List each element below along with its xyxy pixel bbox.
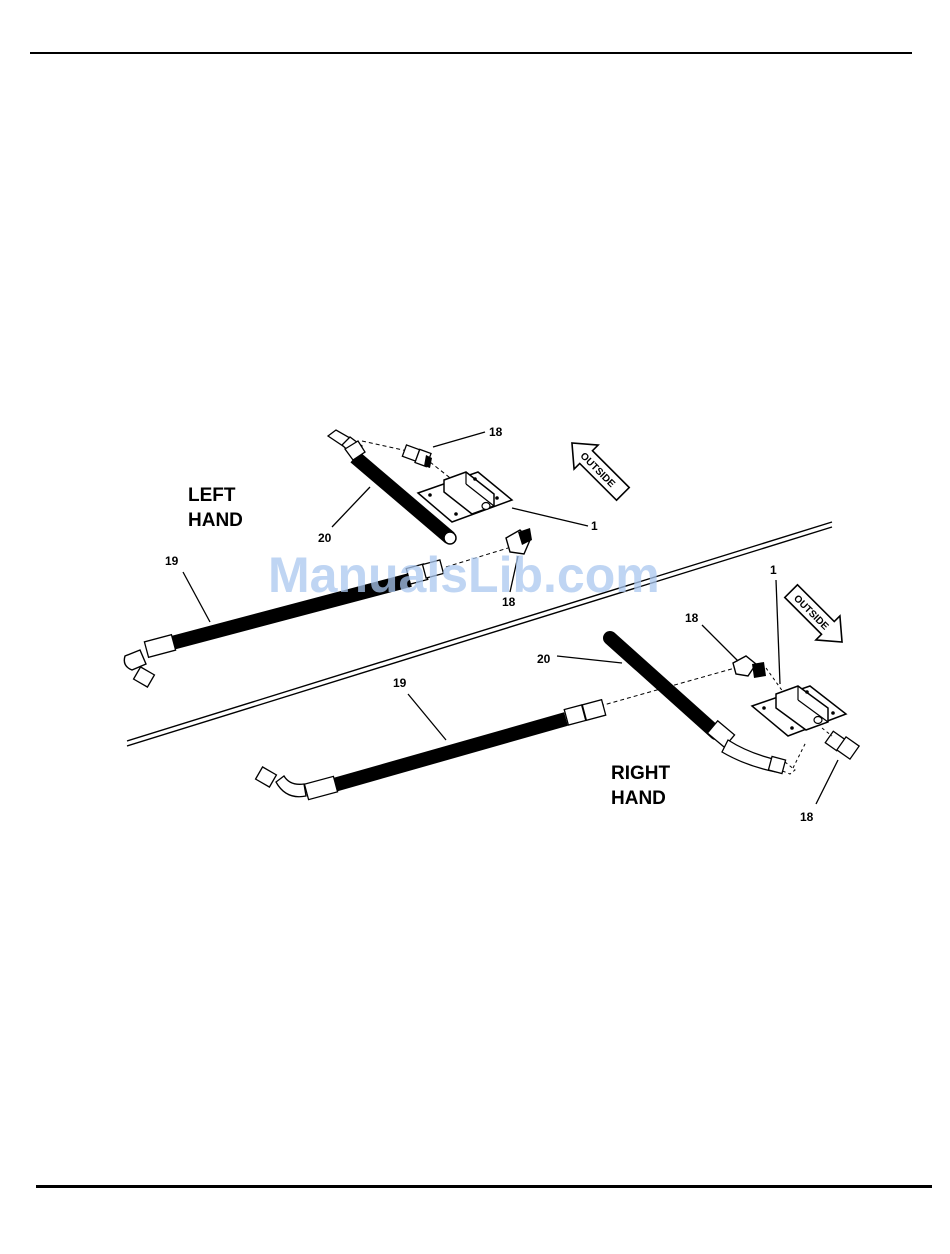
left-hand-title-line2: HAND bbox=[188, 510, 243, 531]
right-mounting-block-1 bbox=[752, 686, 846, 736]
left-outside-arrow: OUTSIDE bbox=[560, 431, 635, 506]
right-hose-19 bbox=[256, 700, 606, 800]
right-fitting-18-top bbox=[600, 656, 786, 706]
right-callout-20: 20 bbox=[537, 652, 551, 666]
left-callout-1: 1 bbox=[591, 519, 598, 533]
left-callout-20: 20 bbox=[318, 531, 332, 545]
right-hand-title-line2: HAND bbox=[611, 788, 666, 809]
right-hand-title-line1: RIGHT bbox=[611, 763, 671, 784]
left-callout-19: 19 bbox=[165, 554, 179, 568]
left-callout-18-top: 18 bbox=[489, 425, 503, 439]
right-callout-1: 1 bbox=[770, 563, 777, 577]
right-callout-18-top: 18 bbox=[685, 611, 699, 625]
right-fitting-18-bottom bbox=[822, 728, 859, 759]
left-hand-title-line1: LEFT bbox=[188, 485, 236, 506]
right-outside-arrow: OUTSIDE bbox=[779, 579, 854, 654]
watermark-text: ManualsLib.com bbox=[268, 547, 660, 603]
right-callout-18-bottom: 18 bbox=[800, 810, 814, 824]
right-callout-19: 19 bbox=[393, 676, 407, 690]
